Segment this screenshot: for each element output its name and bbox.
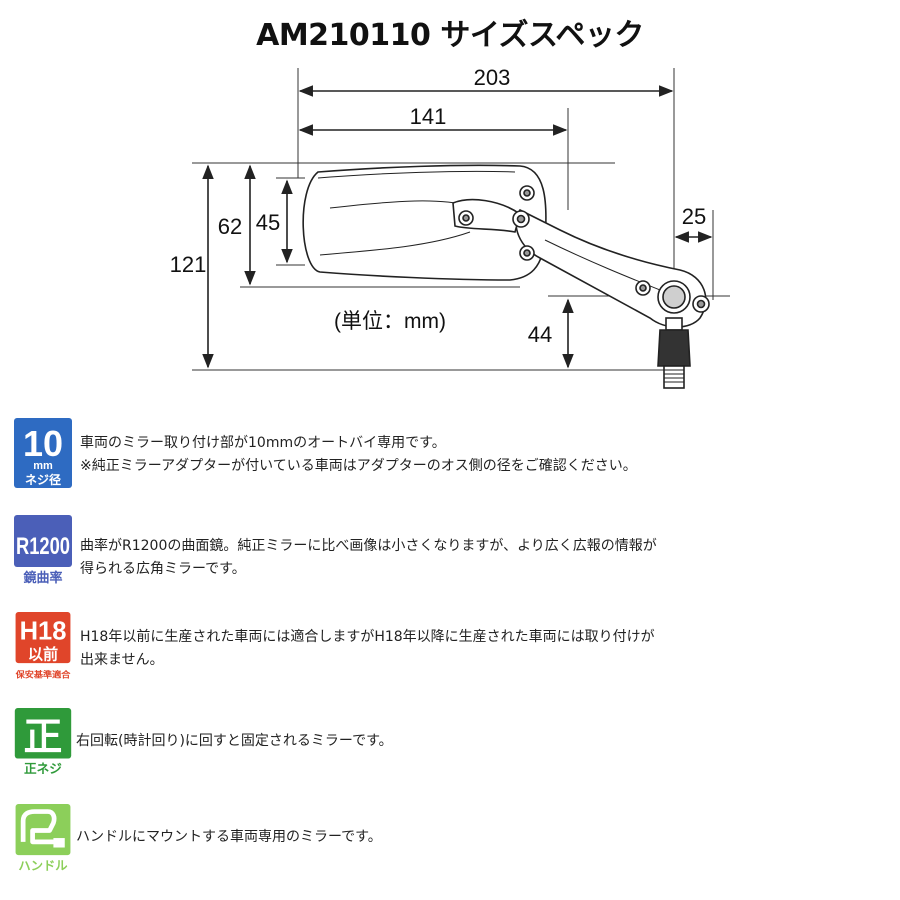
svg-text:鏡曲率: 鏡曲率 (23, 570, 62, 585)
h18-standard-icon: H18 以前 保安基準適合 (14, 612, 71, 680)
feature-line: 車両のミラー取り付け部が10mmのオートバイ専用です。 (80, 435, 446, 451)
feature-line: H18年以前に生産された車両には適合しますがH18年以降に生産された車両には取り… (80, 629, 655, 645)
dim-label-25: 25 (682, 204, 706, 229)
svg-text:R1200: R1200 (16, 533, 70, 560)
size-diagram: 203 141 121 62 45 25 44 (単位：mm) (170, 65, 730, 389)
feature-curvature: R1200 鏡曲率 曲率がR1200の曲面鏡。純正ミラーに比べ画像は小さくなりま… (14, 515, 874, 585)
feature-description: H18年以前に生産された車両には適合しますがH18年以降に生産された車両には取り… (80, 626, 655, 672)
feature-description: 曲率がR1200の曲面鏡。純正ミラーに比べ画像は小さくなりますが、より広く広報の… (80, 535, 657, 581)
handlebar-mount-icon: ハンドル (15, 804, 71, 873)
feature-thread-size: 10 mm ネジ径 車両のミラー取り付け部が10mmのオートバイ専用です。 ※純… (14, 418, 874, 488)
feature-line: 右回転(時計回り)に回すと固定されるミラーです。 (76, 733, 393, 749)
svg-text:ハンドル: ハンドル (18, 859, 67, 873)
feature-description: ハンドルにマウントする車両専用のミラーです。 (76, 826, 382, 849)
thread-10mm-icon: 10 mm ネジ径 (14, 418, 72, 488)
feature-thread-direction: 正 正ネジ 右回転(時計回り)に回すと固定されるミラーです。 (14, 708, 874, 778)
feature-line: ※純正ミラーアダプターが付いている車両はアダプターのオス側の径をご確認ください。 (80, 458, 637, 474)
svg-text:正: 正 (24, 715, 63, 760)
feature-description: 車両のミラー取り付け部が10mmのオートバイ専用です。 ※純正ミラーアダプターが… (80, 432, 637, 478)
dim-label-45: 45 (256, 210, 280, 235)
feature-safety-standard: H18 以前 保安基準適合 H18年以前に生産された車両には適合しますがH18年… (14, 612, 874, 682)
dim-label-44: 44 (528, 322, 552, 347)
svg-text:以前: 以前 (28, 645, 58, 663)
right-hand-thread-icon: 正 正ネジ (14, 708, 72, 776)
feature-line: 得られる広角ミラーです。 (80, 561, 246, 577)
dim-label-203: 203 (474, 65, 511, 90)
dim-label-62: 62 (218, 214, 242, 239)
svg-text:ネジ径: ネジ径 (25, 472, 61, 487)
svg-text:正ネジ: 正ネジ (24, 761, 62, 776)
feature-line: 曲率がR1200の曲面鏡。純正ミラーに比べ画像は小さくなりますが、より広く広報の… (80, 538, 657, 554)
svg-text:H18: H18 (20, 617, 67, 645)
curvature-r1200-icon: R1200 鏡曲率 (14, 515, 72, 585)
dim-label-141: 141 (410, 104, 447, 129)
svg-text:10: 10 (23, 423, 63, 464)
feature-line: 出来ません。 (80, 652, 164, 668)
feature-line: ハンドルにマウントする車両専用のミラーです。 (76, 829, 382, 845)
feature-handlebar-mount: ハンドル ハンドルにマウントする車両専用のミラーです。 (14, 804, 874, 874)
svg-text:保安基準適合: 保安基準適合 (14, 669, 70, 680)
unit-label: (単位：mm) (334, 310, 446, 333)
dim-label-121: 121 (170, 252, 207, 277)
mirror-illustration (302, 164, 710, 389)
page-title: AM210110 サイズスペック (256, 18, 644, 53)
svg-text:mm: mm (33, 460, 53, 472)
feature-description: 右回転(時計回り)に回すと固定されるミラーです。 (76, 730, 393, 753)
